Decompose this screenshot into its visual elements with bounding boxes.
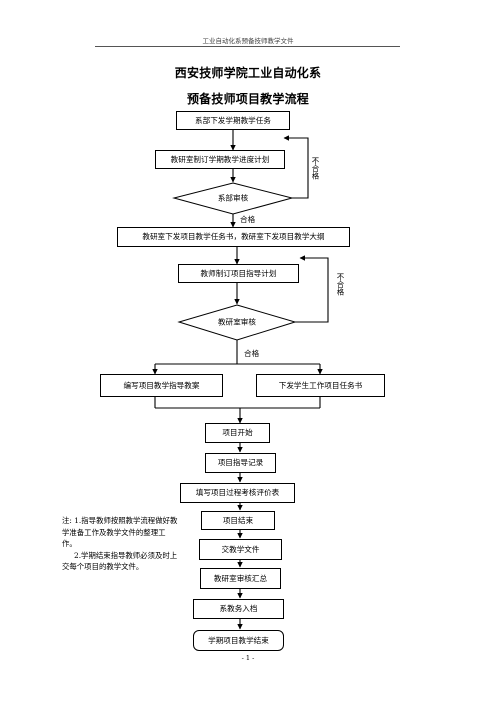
footnote-line-1: 注: 1.指导教师按照教学流程做好教学准备工作及教学文件的整理工作。	[62, 516, 178, 549]
running-header: 工业自动化系预备技师教学文件	[202, 37, 294, 45]
flow-branch-write-lesson-plan: 编写项目教学指导教案	[100, 374, 223, 397]
document-title: 西安技师学院工业自动化系	[174, 66, 322, 80]
decision-label-teaching-office-review: 教研室审核	[218, 317, 256, 327]
flow-step-project-start: 项目开始	[205, 423, 270, 443]
flow-branch-issue-student-task-book: 下发学生工作项目任务书	[256, 374, 385, 397]
flow-step-project-end: 项目结束	[201, 511, 275, 530]
document-subtitle: 预备技师项目教学流程	[186, 92, 309, 106]
page-number: - 1 -	[241, 654, 255, 662]
flow-step-archive: 系教务入档	[193, 599, 284, 619]
fail-label-1: 不合格	[311, 157, 320, 180]
pass-label-2: 合格	[244, 349, 260, 358]
header-rule	[95, 46, 400, 47]
arrow-fail-loop-1	[283, 135, 309, 199]
flow-step-issue-semester-tasks: 系部下发学期教学任务	[176, 111, 290, 130]
decision-label-department-review: 系部审核	[217, 193, 249, 203]
flow-step-semester-end: 学期项目教学结束	[193, 630, 284, 651]
decision-diamond-1	[172, 182, 294, 215]
flow-step-draft-progress-plan: 教研室制订学期教学进度计划	[155, 150, 285, 169]
flow-step-guidance-record: 项目指导记录	[205, 453, 276, 473]
decision-diamond-2	[177, 304, 297, 341]
footnote: 注: 1.指导教师按照教学流程做好教学准备工作及教学文件的整理工作。 2.学期结…	[62, 515, 180, 573]
flow-step-fill-evaluation-form: 填写项目过程考核评价表	[180, 483, 295, 503]
flow-step-teacher-guidance-plan: 教师制订项目指导计划	[178, 264, 299, 283]
flow-step-issue-task-book-and-syllabus: 教研室下发项目教学任务书，教研室下发项目教学大纲	[117, 227, 350, 247]
pass-label-1: 合格	[240, 215, 256, 224]
flow-step-submit-documents: 交教学文件	[199, 539, 282, 560]
footnote-line-2: 2.学期结束指导教师必须及时上交每个项目的教学文件。	[62, 550, 178, 572]
fail-label-2: 不合格	[336, 273, 345, 296]
flow-step-office-summary: 教研室审核汇总	[200, 568, 281, 589]
arrow-fail-loop-2	[294, 255, 329, 323]
